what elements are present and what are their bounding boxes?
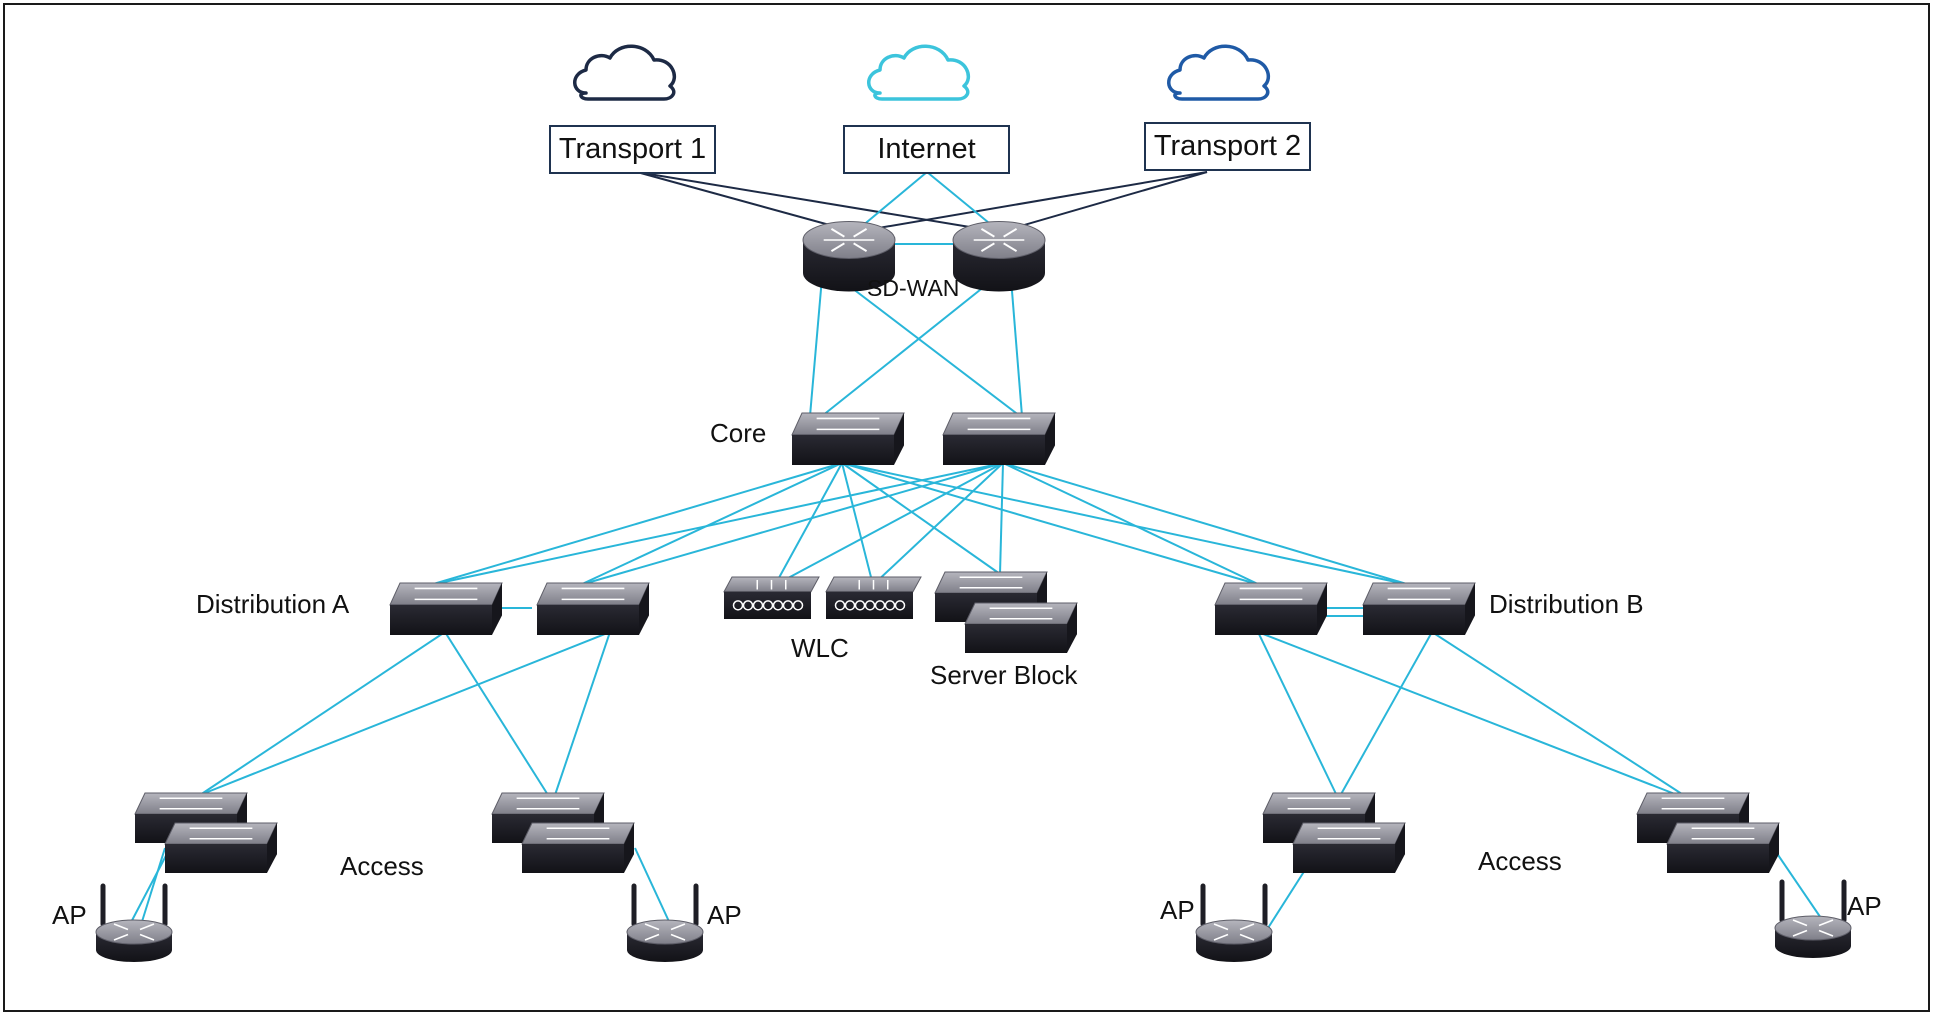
link-line: [579, 462, 1004, 586]
distribution-b-switch-right-icon: [1362, 582, 1476, 635]
link-line: [1002, 462, 1261, 586]
access-switch-icon: [164, 822, 278, 873]
link-line: [1257, 631, 1681, 797]
distribution-b-label: Distribution B: [1489, 589, 1644, 619]
cloud-icon-internet: [867, 44, 970, 101]
access-switch-icon: [521, 822, 635, 873]
access-point-icon: [1195, 883, 1273, 962]
distribution-a-switch-left-icon: [389, 582, 503, 635]
link-line: [1009, 265, 1023, 417]
internet-box: Internet: [843, 125, 1010, 174]
link-line: [774, 462, 843, 586]
server-block-switch-bottom-icon: [964, 602, 1078, 653]
link-line: [999, 171, 1208, 233]
ap-label: AP: [1160, 895, 1195, 925]
access-left-label: Access: [340, 851, 424, 881]
ap-label: AP: [52, 900, 87, 930]
link-line: [1257, 631, 1338, 797]
sdwan-router-right-icon: [952, 221, 1046, 292]
link-line: [127, 847, 171, 929]
link-line: [872, 462, 1004, 586]
transport-2-label: Transport 2: [1153, 130, 1302, 162]
link-line: [1002, 462, 1411, 586]
wireless-controller-icon: [723, 576, 820, 619]
link-line: [199, 631, 611, 796]
link-line: [579, 462, 843, 586]
link-line: [554, 631, 611, 796]
transport-1-label: Transport 1: [558, 133, 707, 165]
link-line: [999, 462, 1004, 575]
cloud-icon-transport-2: [1167, 44, 1270, 101]
server-block-label: Server Block: [930, 660, 1078, 690]
link-line: [636, 171, 1001, 233]
wlc-label: WLC: [791, 633, 849, 663]
link-line: [1775, 851, 1826, 925]
link-line: [854, 171, 1208, 233]
link-line: [139, 847, 166, 929]
access-switch-icon: [1262, 792, 1376, 843]
link-line: [1339, 631, 1433, 797]
link-line: [841, 462, 1261, 586]
link-line: [854, 171, 928, 233]
link-line: [841, 462, 1001, 575]
internet-label: Internet: [877, 133, 976, 165]
distribution-b-switch-left-icon: [1214, 582, 1328, 635]
links-layer: [127, 171, 1826, 929]
link-line: [444, 631, 549, 796]
link-line: [1267, 869, 1306, 929]
link-line: [636, 171, 856, 233]
link-line: [821, 265, 1011, 417]
access-point-icon: [1774, 879, 1852, 958]
sdwan-label: SD-WAN: [867, 275, 960, 301]
access-right-label: Access: [1478, 846, 1562, 876]
access-switch-icon: [1666, 822, 1780, 873]
core-label: Core: [710, 418, 767, 448]
core-switch-right-icon: [942, 412, 1056, 465]
transport-1-box: Transport 1: [549, 125, 716, 174]
ap-label: AP: [1847, 891, 1882, 921]
link-line: [1431, 631, 1686, 797]
link-line: [841, 462, 1411, 586]
access-point-icon: [95, 883, 173, 962]
distribution-a-label: Distribution A: [196, 589, 350, 619]
wireless-controller-icon: [825, 576, 922, 619]
link-line: [429, 462, 843, 586]
clouds-layer: [573, 44, 1270, 101]
link-line: [429, 462, 1004, 586]
distribution-a-switch-right-icon: [536, 582, 650, 635]
sdwan-router-left-icon: [802, 221, 896, 292]
access-point-icon: [626, 883, 704, 962]
devices-layer: [95, 221, 1852, 962]
link-line: [809, 265, 824, 417]
core-switch-left-icon: [791, 412, 905, 465]
transport-2-box: Transport 2: [1144, 122, 1311, 171]
link-line: [774, 462, 1004, 586]
cloud-icon-transport-1: [573, 44, 676, 101]
ap-label: AP: [707, 900, 742, 930]
link-line: [841, 462, 874, 586]
link-line: [634, 847, 673, 929]
access-switch-icon: [1292, 822, 1406, 873]
link-line: [199, 631, 446, 796]
